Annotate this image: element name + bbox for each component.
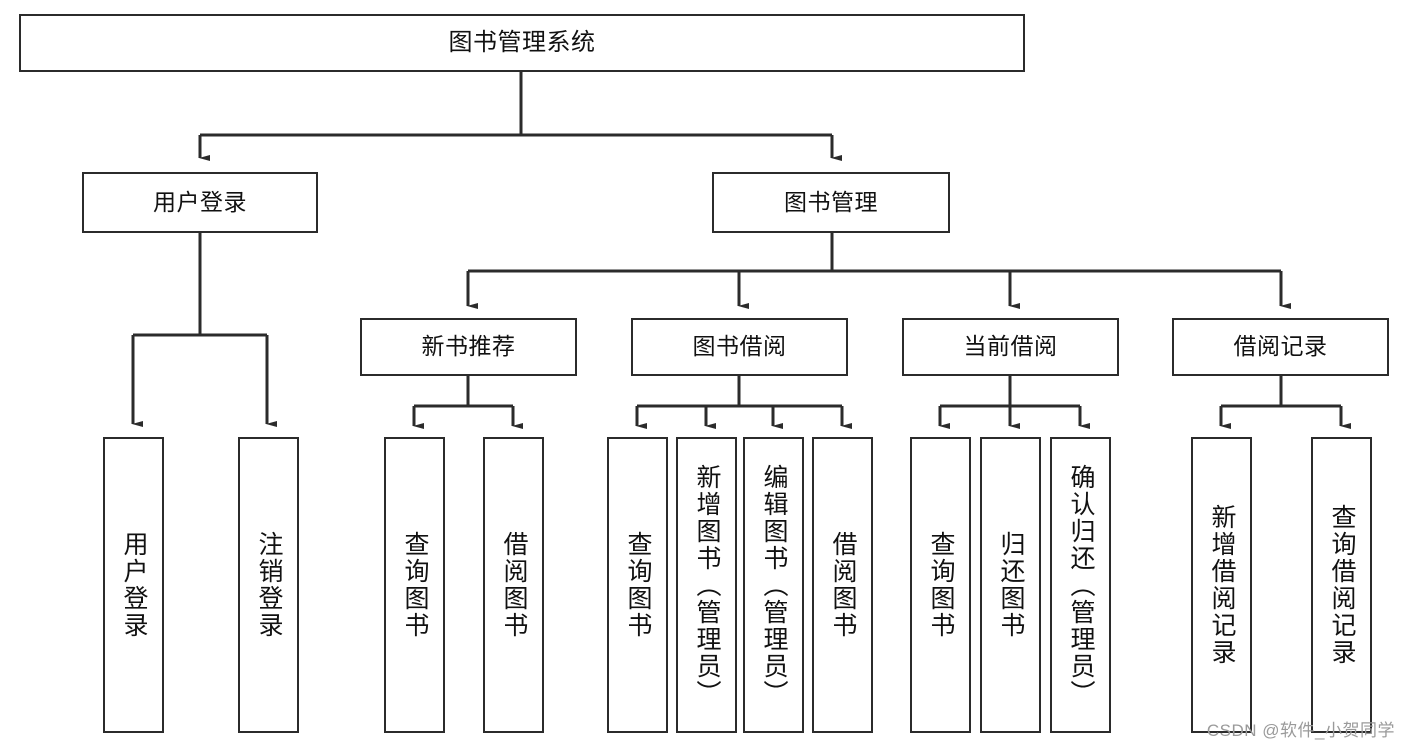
node-book-borrow[interactable]: 图书借阅 [631, 318, 848, 376]
node-label: 图书借阅 [692, 333, 787, 360]
node-label: 归还图书 [997, 531, 1025, 639]
leaf-return-book[interactable]: 归还图书 [980, 437, 1041, 733]
csdn-watermark: CSDN @软件_小贺同学 [1206, 721, 1395, 740]
leaf-query-book-borrow[interactable]: 查询图书 [607, 437, 668, 733]
node-label: 新增图书（管理员） [693, 463, 721, 707]
leaf-add-book-admin[interactable]: 新增图书（管理员） [676, 437, 737, 733]
node-label: 图书管理 [784, 188, 878, 215]
leaf-query-book-current[interactable]: 查询图书 [910, 437, 971, 733]
leaf-query-borrow-record[interactable]: 查询借阅记录 [1311, 437, 1372, 733]
node-book-management[interactable]: 图书管理 [712, 172, 950, 233]
node-label: 查询图书 [624, 531, 652, 639]
leaf-edit-book-admin[interactable]: 编辑图书（管理员） [743, 437, 804, 733]
node-label: 借阅图书 [500, 531, 528, 639]
node-current-borrow[interactable]: 当前借阅 [902, 318, 1119, 376]
node-root-book-management-system[interactable]: 图书管理系统 [19, 14, 1025, 72]
node-label: 注销登录 [255, 531, 283, 639]
leaf-confirm-return-admin[interactable]: 确认归还（管理员） [1050, 437, 1111, 733]
node-label: 用户登录 [153, 188, 247, 215]
node-label: 查询图书 [927, 531, 955, 639]
node-label: 用户登录 [120, 531, 148, 639]
node-label: 新增借阅记录 [1208, 504, 1236, 666]
node-label: 新书推荐 [421, 333, 516, 360]
node-label: 借阅记录 [1233, 333, 1328, 360]
leaf-borrow-book-borrow[interactable]: 借阅图书 [812, 437, 873, 733]
node-label: 当前借阅 [963, 333, 1058, 360]
node-label: 确认归还（管理员） [1067, 463, 1095, 707]
node-user-login[interactable]: 用户登录 [82, 172, 318, 233]
node-new-book-recommend[interactable]: 新书推荐 [360, 318, 577, 376]
node-label: 查询图书 [401, 531, 429, 639]
node-label: 编辑图书（管理员） [760, 463, 788, 707]
leaf-logout-login[interactable]: 注销登录 [238, 437, 299, 733]
node-borrow-record[interactable]: 借阅记录 [1172, 318, 1389, 376]
node-label: 借阅图书 [829, 531, 857, 639]
leaf-query-book-recommend[interactable]: 查询图书 [384, 437, 445, 733]
node-label: 图书管理系统 [448, 28, 596, 56]
leaf-borrow-book-recommend[interactable]: 借阅图书 [483, 437, 544, 733]
leaf-add-borrow-record[interactable]: 新增借阅记录 [1191, 437, 1252, 733]
leaf-user-login[interactable]: 用户登录 [103, 437, 164, 733]
node-label: 查询借阅记录 [1328, 504, 1356, 666]
